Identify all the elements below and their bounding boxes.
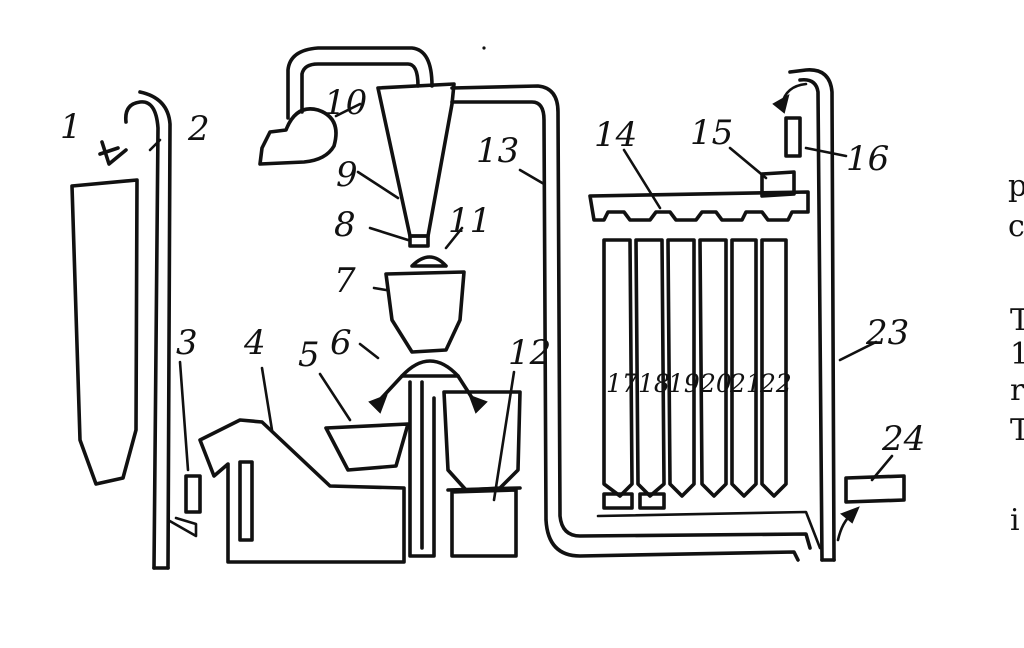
- edge-fragment-5: r: [1010, 373, 1024, 408]
- label-6: 6: [330, 323, 352, 363]
- stray-dot: [482, 46, 486, 50]
- label-17: 17: [606, 369, 638, 398]
- packing-hopper: [442, 390, 522, 558]
- top-collector: [588, 190, 810, 222]
- label-23: 23: [865, 313, 909, 353]
- collector-box: [760, 170, 796, 198]
- cropped-text: p c T 1 r T i: [1008, 169, 1024, 538]
- machine-body: [198, 418, 406, 564]
- storage-bin: [70, 140, 139, 486]
- edge-fragment-3: T: [1010, 303, 1024, 338]
- label-19: 19: [668, 369, 700, 398]
- label-3: 3: [176, 323, 198, 363]
- label-7: 7: [334, 261, 356, 301]
- label-9: 9: [336, 155, 358, 195]
- bucket-elevator-left: [123, 90, 202, 570]
- label-4: 4: [243, 323, 266, 363]
- bucket-elevator-right: [788, 68, 860, 562]
- label-11: 11: [448, 201, 491, 241]
- label-24: 24: [881, 419, 925, 459]
- filter-sleeves: [596, 238, 822, 550]
- edge-fragment-6: T: [1010, 413, 1024, 448]
- fan: [258, 46, 434, 166]
- return-pipe: [408, 380, 436, 558]
- label-18: 18: [638, 369, 670, 398]
- small-bin: [324, 422, 410, 472]
- labels: 1 2 3 4 5 6 7 8 9 10 11 12 13 14 15 16 1…: [60, 83, 925, 459]
- label-1: 1: [60, 107, 82, 147]
- label-15: 15: [690, 113, 733, 153]
- edge-fragment-4: 1: [1010, 337, 1024, 372]
- label-22: 22: [759, 369, 792, 398]
- label-12: 12: [508, 333, 551, 373]
- label-21: 21: [729, 369, 762, 398]
- edge-fragment-1: p: [1008, 169, 1024, 204]
- label-2: 2: [187, 109, 210, 149]
- label-5: 5: [298, 335, 320, 375]
- upper-valve: [772, 82, 808, 158]
- leader-lines: [148, 102, 894, 502]
- edge-fragment-7: i: [1010, 503, 1020, 538]
- label-20: 20: [699, 369, 732, 398]
- main-pipe: [450, 84, 812, 562]
- label-8: 8: [334, 205, 356, 245]
- edge-fragment-2: c: [1008, 209, 1024, 244]
- label-14: 14: [594, 115, 637, 155]
- splitter: [368, 359, 488, 414]
- outlet-valve: [408, 234, 430, 248]
- label-13: 13: [476, 131, 519, 171]
- label-16: 16: [846, 139, 889, 179]
- discharge-box: [844, 474, 906, 504]
- label-10: 10: [324, 83, 367, 123]
- cyclone: [376, 82, 456, 238]
- receiving-hopper: [384, 255, 466, 354]
